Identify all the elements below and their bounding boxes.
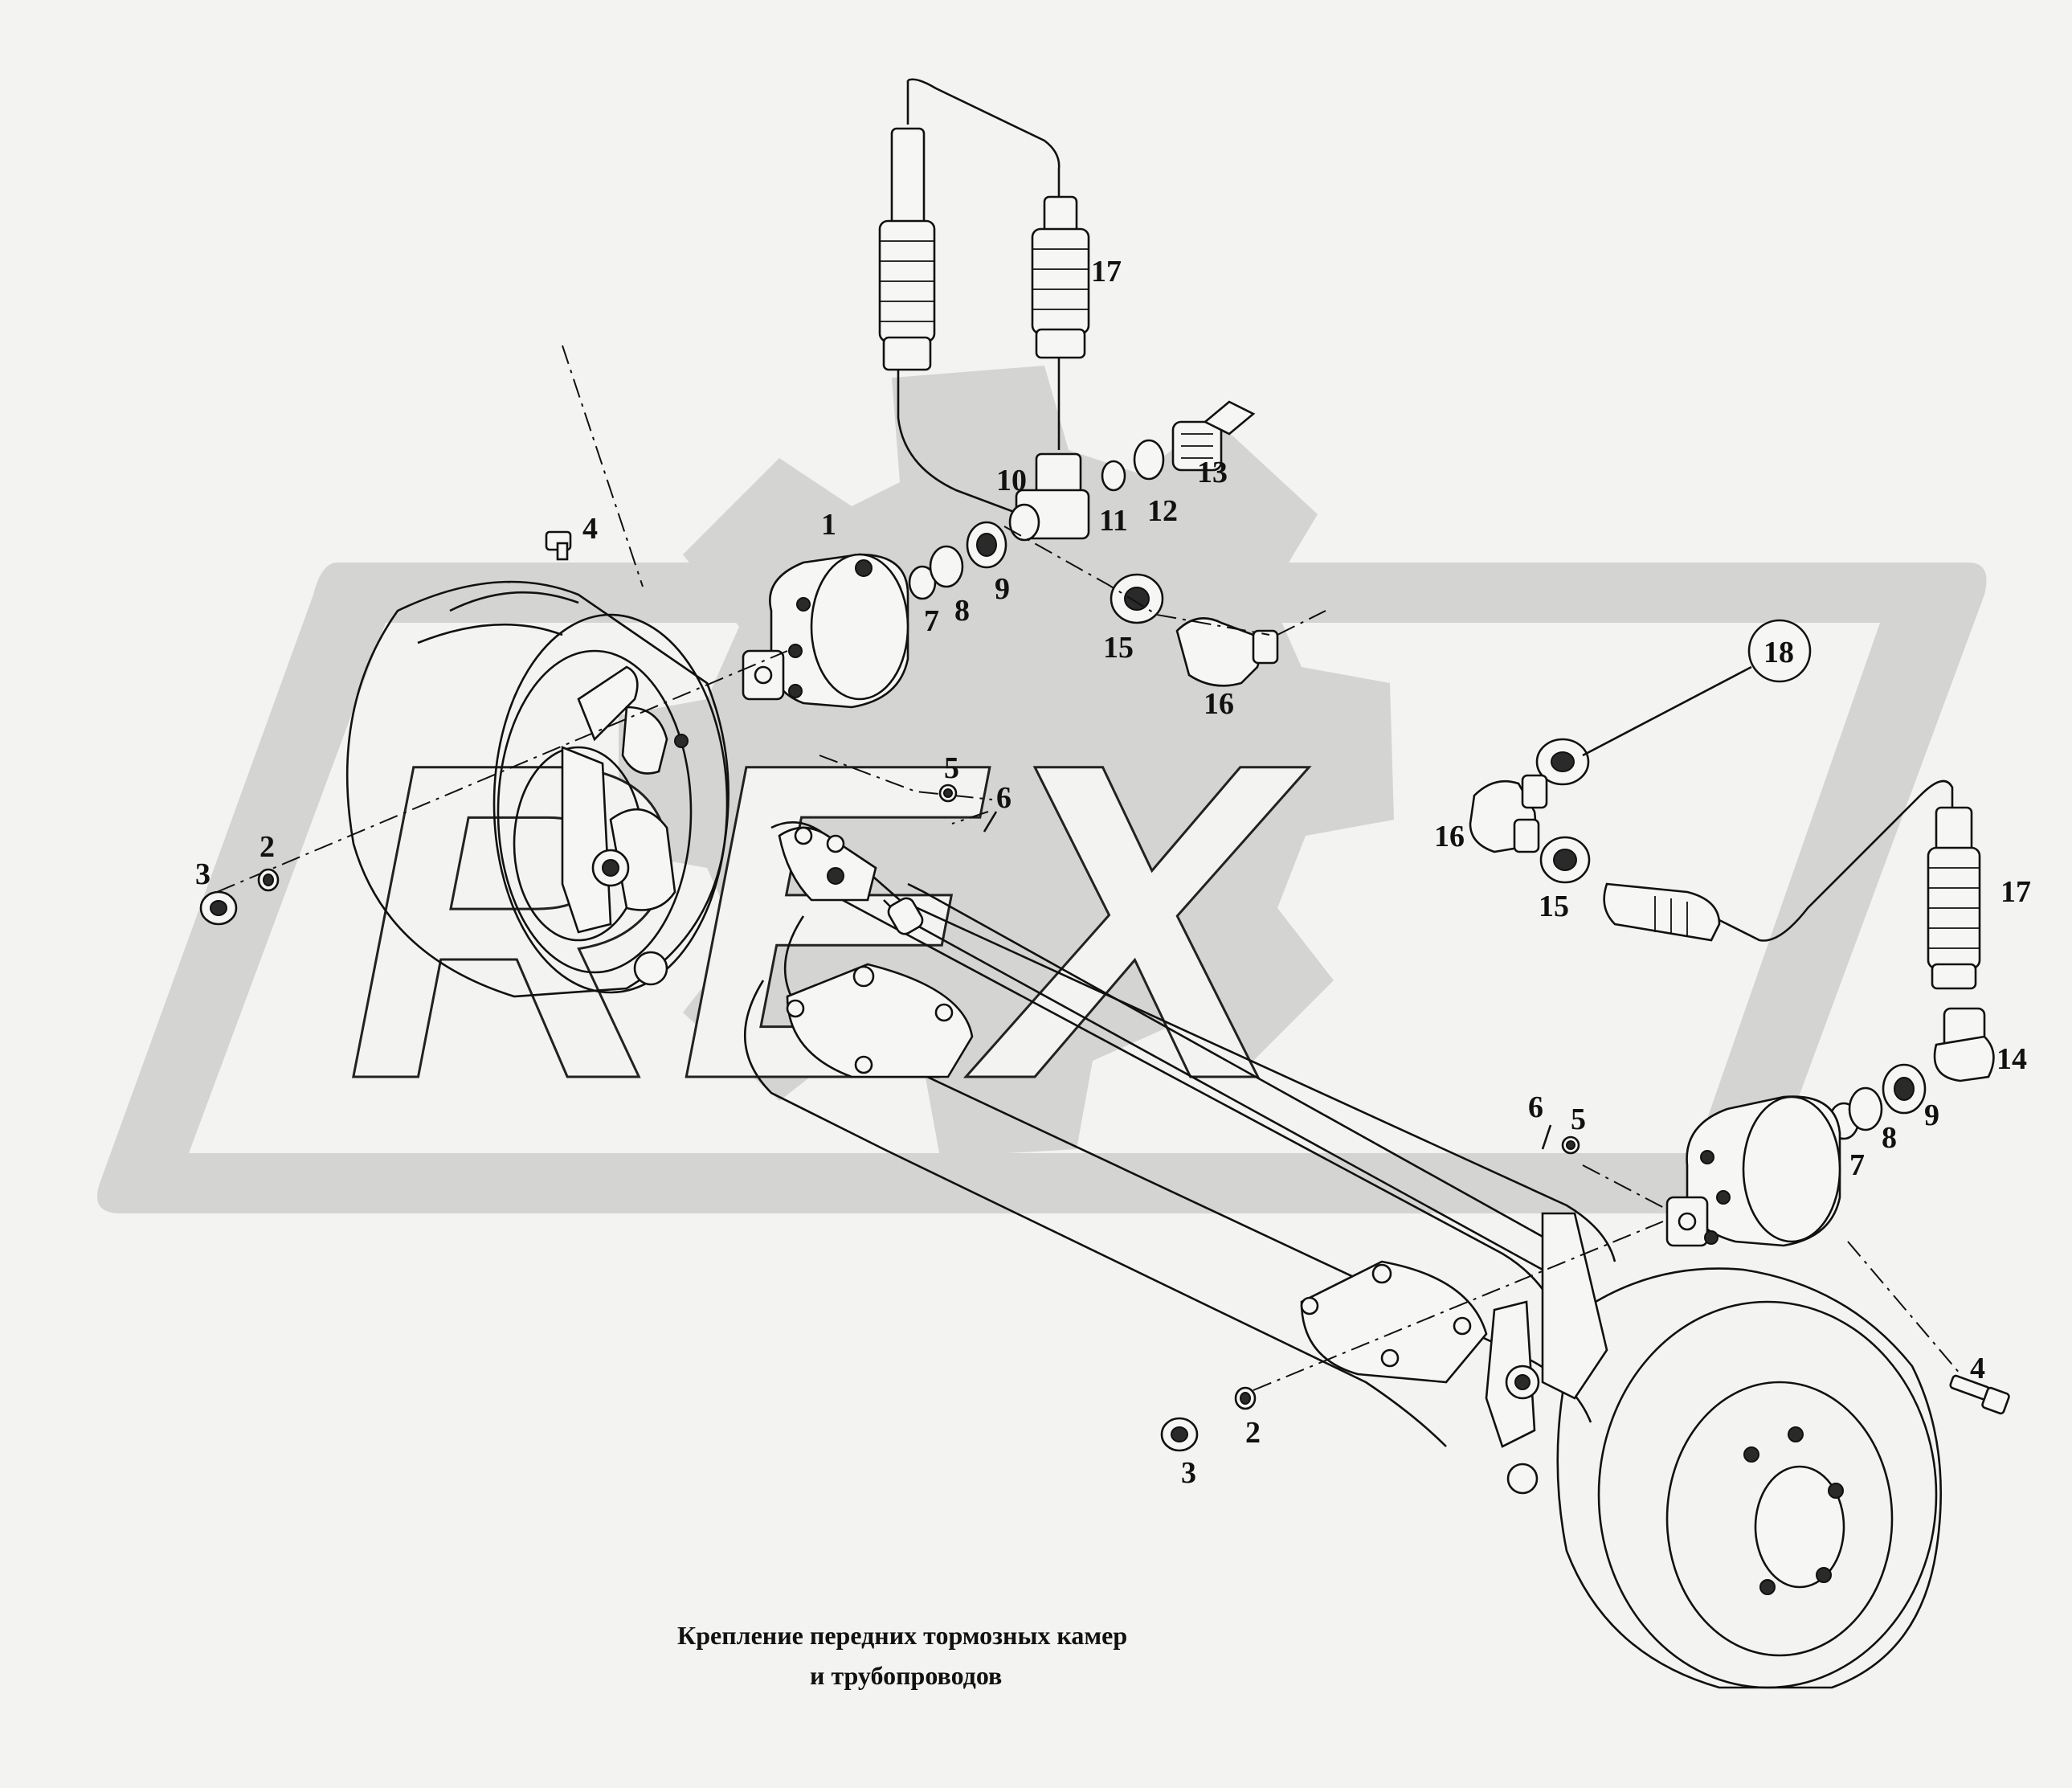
washer-7-top (908, 565, 937, 600)
cotter-pin-6-right (1541, 1124, 1552, 1150)
callout-5-right: 5 (1571, 1103, 1586, 1136)
callout-3-right: 3 (1181, 1456, 1196, 1490)
callout-circle-18 (1582, 619, 1812, 757)
watermark-text: REX (345, 669, 1310, 1172)
washer-5-right (1561, 1135, 1580, 1155)
washer-2-right (1234, 1386, 1257, 1410)
connector-right (1603, 882, 1721, 942)
callout-3-left: 3 (195, 857, 210, 891)
nut-18 (1535, 738, 1590, 786)
bolt-4-right (1949, 1374, 2010, 1415)
washer-12 (1133, 439, 1165, 481)
brake-chamber-right (1665, 1095, 1841, 1247)
callout-6-right: 6 (1528, 1090, 1543, 1124)
callout-10: 10 (996, 464, 1027, 497)
diagram-caption: Крепление передних тормозных камер и тру… (677, 1615, 1127, 1696)
brake-hose-17-right (1927, 806, 1981, 990)
callout-6-top: 6 (996, 781, 1011, 815)
brake-hose-left (878, 127, 936, 371)
callout-18: 18 (1763, 636, 1794, 669)
callout-17-top: 17 (1091, 255, 1122, 288)
nut-3-left (199, 890, 238, 926)
washer-8-right (1848, 1086, 1883, 1131)
washer-11 (1101, 460, 1126, 492)
callout-16-right: 16 (1434, 820, 1465, 853)
valve-13 (1171, 400, 1256, 472)
washer-5-top (938, 784, 958, 803)
brake-chamber-left (742, 553, 909, 709)
callout-14: 14 (1996, 1042, 2027, 1076)
callout-8-top: 8 (954, 594, 970, 628)
callout-8-right: 8 (1882, 1121, 1897, 1155)
callout-11: 11 (1099, 504, 1128, 538)
callout-12: 12 (1147, 494, 1178, 528)
callout-5-top: 5 (944, 751, 959, 785)
callout-15-right: 15 (1539, 890, 1569, 923)
nut-9-right (1882, 1063, 1927, 1115)
brake-hose-17-top (1031, 195, 1090, 359)
callout-13: 13 (1197, 456, 1228, 489)
callout-17-right: 17 (2000, 875, 2031, 909)
elbow-16-right (1469, 774, 1548, 853)
callout-1: 1 (821, 508, 836, 542)
callout-4-top: 4 (582, 512, 598, 546)
callout-2-right: 2 (1245, 1416, 1261, 1450)
right-brake-drum (1485, 1212, 1942, 1689)
nut-9-top (966, 521, 1007, 569)
left-brake-drum (345, 580, 729, 998)
bolt-4-top (545, 530, 572, 561)
callout-labels: 1 2 2 3 3 4 4 5 5 6 6 7 7 8 8 9 9 10 11 … (195, 255, 2031, 1490)
callout-9-right: 9 (1924, 1099, 1939, 1132)
washer-8-top (929, 545, 964, 588)
callout-7-right: 7 (1849, 1148, 1865, 1182)
elbow-16-top (1175, 617, 1279, 687)
callout-4-right: 4 (1970, 1352, 1985, 1385)
callout-2-left: 2 (260, 830, 275, 864)
callout-15-top: 15 (1103, 631, 1134, 665)
nut-15-right (1539, 836, 1591, 884)
assembly-axes (216, 345, 1961, 1391)
washer-2-left (257, 868, 280, 892)
tee-fitting (1008, 452, 1090, 542)
caption-line-1: Крепление передних тормозных камер (677, 1621, 1128, 1650)
nut-15-top (1110, 573, 1164, 624)
nut-3-right (1160, 1417, 1199, 1452)
elbow-14 (1933, 1007, 1995, 1082)
caption-line-2: и трубопроводов (810, 1661, 1003, 1690)
callout-16-top: 16 (1204, 687, 1234, 721)
callout-9-top: 9 (995, 572, 1010, 606)
callout-7-top: 7 (924, 604, 939, 638)
cotter-pin-6-top (983, 811, 998, 833)
